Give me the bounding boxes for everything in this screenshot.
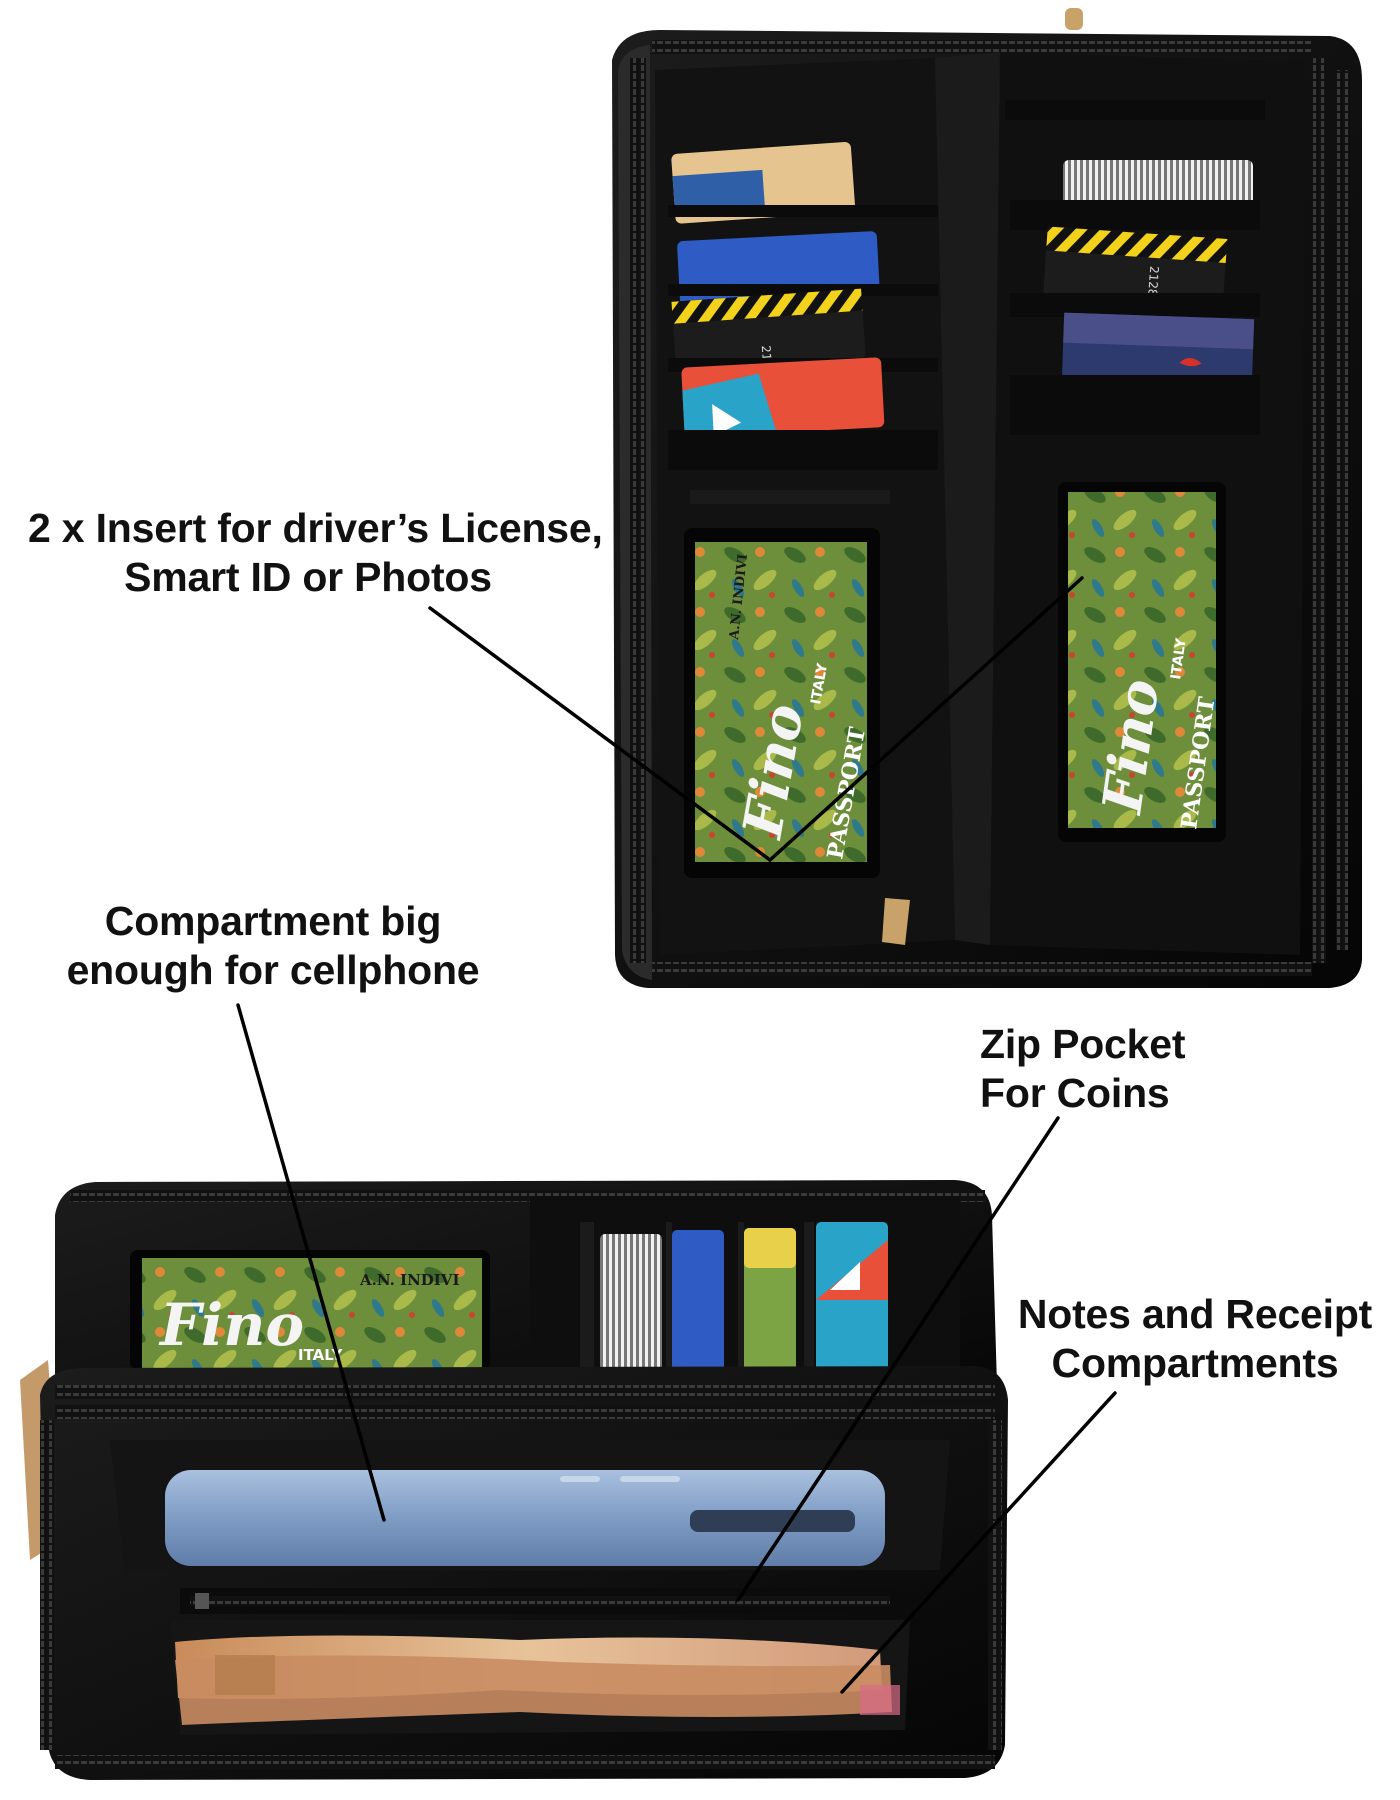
callout-coins-line1: Zip Pocket (980, 1021, 1186, 1067)
card-name-bottom: A.N. INDIVI (359, 1271, 459, 1289)
right-id-window: Fino PASSPORT ITALY (1058, 482, 1226, 842)
callout-notes-line1: Notes and Receipt (1017, 1291, 1373, 1337)
callout-coins: Zip Pocket For Coins (980, 1020, 1186, 1118)
zipper-pull-top (1065, 8, 1083, 30)
left-id-window: Fino PASSPORT ITALY A.N. INDIVI (684, 528, 880, 878)
card-country-bottom: ITALY (298, 1346, 343, 1364)
pointer-coins (736, 1116, 1060, 1602)
callout-license-line2: Smart ID or Photos (124, 554, 492, 600)
callout-notes-line2: Compartments (1051, 1340, 1339, 1386)
pointer-notes (840, 1391, 1117, 1694)
callout-notes: Notes and Receipt Compartments (1010, 1290, 1380, 1388)
zipper-pull-bottom (882, 898, 910, 945)
slot-card-2 (672, 1230, 724, 1380)
pointer-license-left (428, 606, 772, 862)
bottom-id-window (142, 1258, 482, 1368)
coin-zip (190, 1596, 890, 1606)
cellphone (165, 1470, 885, 1566)
right-card-stack: 2128 (1005, 100, 1265, 435)
callout-license-line1: 2 x Insert for driver’s License, (28, 505, 603, 551)
card-number-right: 2128 (1145, 266, 1161, 297)
callout-cellphone-line2: enough for cellphone (66, 947, 480, 993)
card-brand-bottom: Fino (158, 1291, 304, 1359)
pointer-cellphone (236, 1003, 386, 1522)
top-wallet: 2128 Fino PASSPORT ITALY A.N. INDIVI (612, 8, 1362, 988)
card-country-left: ITALY (808, 661, 831, 705)
slot-card-1 (600, 1234, 662, 1384)
card-country-right: ITALY (1168, 636, 1190, 680)
callout-cellphone-line1: Compartment big (104, 898, 442, 944)
left-card-stack: 2128 (668, 141, 938, 504)
callout-cellphone: Compartment big enough for cellphone (58, 897, 488, 995)
callout-license: 2 x Insert for driver’s License, Smart I… (28, 504, 603, 602)
pointer-lines (236, 576, 1117, 1694)
callout-coins-line2: For Coins (980, 1070, 1170, 1116)
pointer-license-right (768, 576, 1084, 862)
bottom-wallet: Fino ITALY A.N. INDIVI (20, 1180, 1008, 1780)
